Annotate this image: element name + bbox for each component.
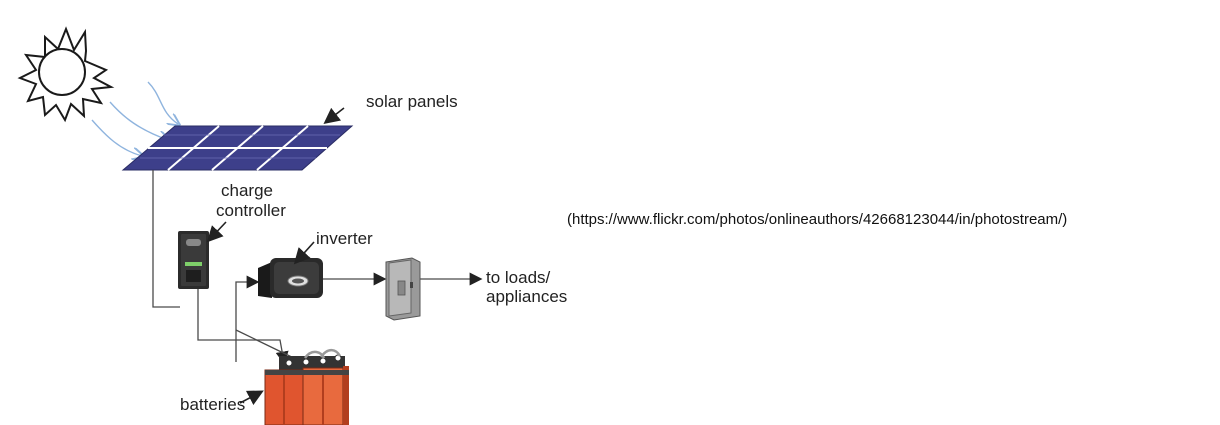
battery-bank-icon [264, 348, 349, 425]
label-charge-controller-line1: charge [221, 181, 273, 200]
solar-panel-array [121, 125, 354, 171]
sunlight-arrows [91, 81, 178, 156]
breaker-panel-icon [385, 257, 421, 321]
label-loads-line1: to loads/ [486, 268, 551, 287]
label-inverter: inverter [316, 229, 373, 248]
charge-controller-icon [178, 231, 209, 289]
inverter-icon [258, 258, 323, 298]
sun-icon [17, 26, 115, 123]
label-pointers [206, 107, 345, 406]
label-loads-line2: appliances [486, 287, 567, 306]
label-solar-panels: solar panels [366, 92, 458, 111]
system-wiring [152, 170, 483, 365]
label-batteries: batteries [180, 395, 245, 414]
solar-system-diagram: solar panels charge controller inverter … [17, 26, 567, 425]
source-caption: (https://www.flickr.com/photos/onlineaut… [567, 211, 1068, 228]
label-charge-controller-line2: controller [216, 201, 286, 220]
